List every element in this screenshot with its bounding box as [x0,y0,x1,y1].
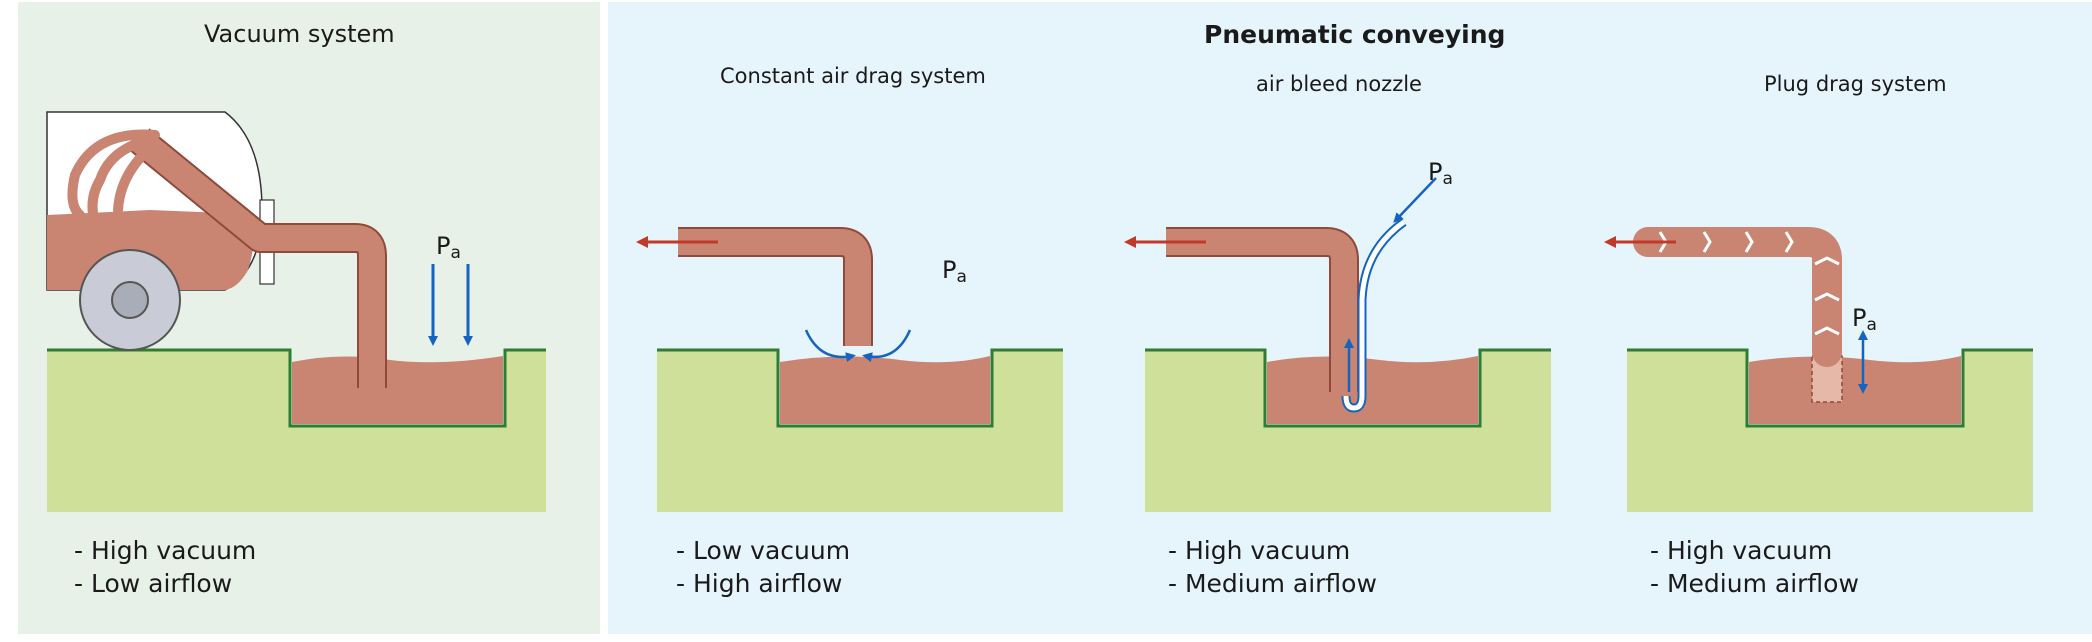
vacuum-scene [46,111,546,512]
bleed-bullets: - High vacuum - Medium airflow [1168,534,1377,600]
air-arrow-left [804,329,856,363]
pa-label-plug: Pa [1852,304,1877,335]
slurry-pit [292,356,503,424]
bullet-item: - Low vacuum [676,536,851,565]
bullet-item: - Medium airflow [1650,569,1859,598]
slurry-pit [1749,356,1961,424]
bullet-item: - High vacuum [1650,536,1833,565]
bullet-item: - Medium airflow [1168,569,1377,598]
bullet-item: - High vacuum [1168,536,1351,565]
slurry-pit [780,356,990,424]
ground [657,350,1063,512]
bullet-item: - High vacuum [74,536,257,565]
pa-label-constant: Pa [942,256,967,287]
plug-drag-title: Plug drag system [1764,72,1947,96]
pneumatic-conveying-title: Pneumatic conveying [1204,20,1506,49]
constant-air-drag-scene [636,227,1063,512]
air-bleed-nozzle-title: air bleed nozzle [1256,72,1422,96]
ground [1627,350,2033,512]
air-arrow-right [862,329,912,363]
bullet-item: - Low airflow [74,569,233,598]
vacuum-system-title: Vacuum system [204,20,395,48]
wheel-hub [111,281,149,319]
plug-drag-scene [1604,227,2033,512]
plug-pipe [1633,227,1842,367]
material-strands [67,129,160,240]
constant-air-drag-title: Constant air drag system [720,64,986,88]
vacuum-bullets: - High vacuum - Low airflow [74,534,256,600]
slurry-pit [1267,356,1478,424]
suction-pipe [678,227,873,346]
plug-bullets: - High vacuum - Medium airflow [1650,534,1859,600]
bullet-item: - High airflow [676,569,843,598]
bleed-air-arrow [1393,177,1437,223]
pa-label-vacuum: Pa [436,232,461,263]
pa-label-bleed: Pa [1428,158,1453,189]
constant-bullets: - Low vacuum - High airflow [676,534,850,600]
ground-edge [47,348,546,428]
ground [47,350,546,512]
air-bleed-nozzle-scene [1124,177,1551,512]
ground [1145,350,1551,512]
